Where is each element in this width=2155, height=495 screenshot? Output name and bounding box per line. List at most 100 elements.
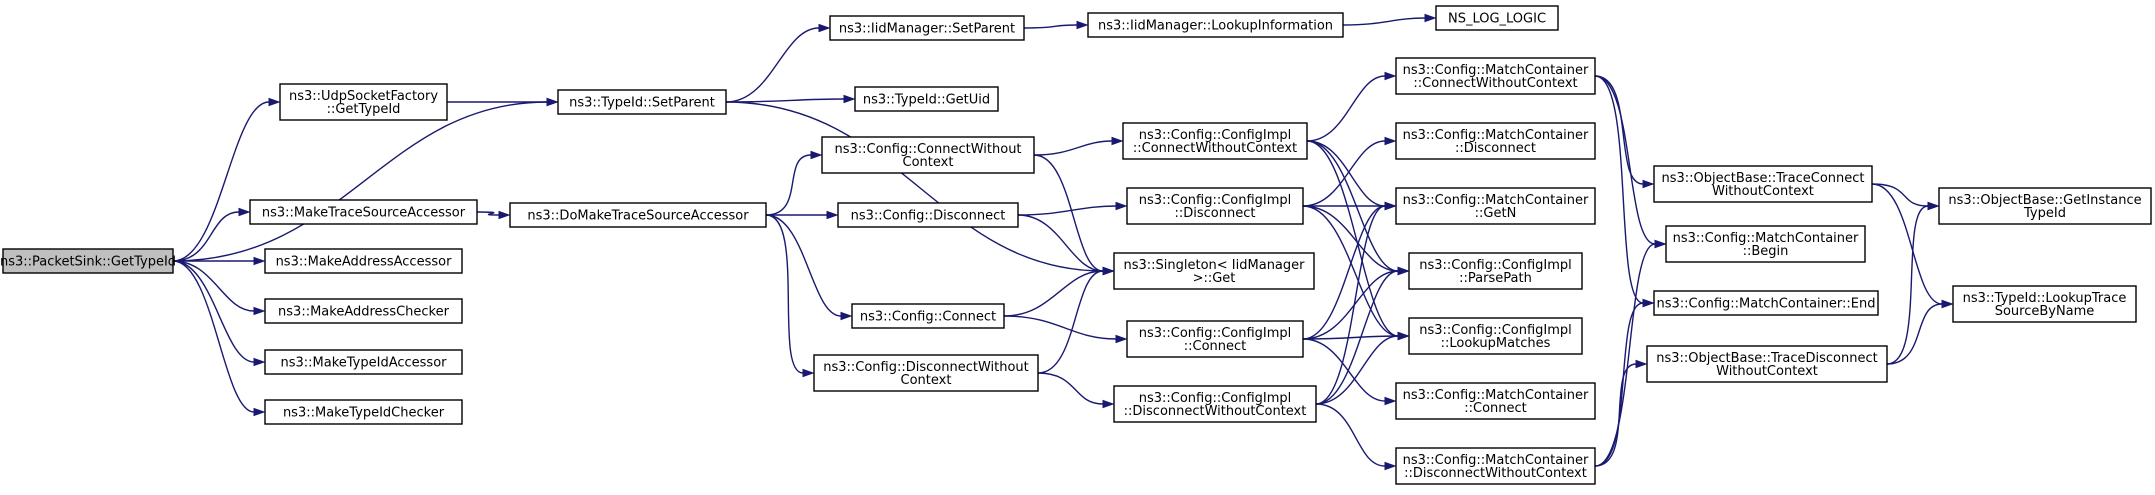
node-mac[interactable]: ns3::MakeAddressChecker xyxy=(264,298,463,324)
node-label-line: ns3::Config::Connect xyxy=(860,310,996,325)
node-box xyxy=(1126,187,1304,225)
node-label-line: ns3::MakeAddressAccessor xyxy=(276,255,453,270)
node-singleton[interactable]: ns3::Singleton< IidManager >::Get xyxy=(1113,252,1315,290)
node-cfgconn[interactable]: ns3::Config::Connect xyxy=(851,303,1005,329)
edge-cfgcwc-to-ciconnwc xyxy=(1033,136,1124,156)
node-box xyxy=(509,202,767,228)
node-box xyxy=(1395,122,1596,160)
edge-line xyxy=(1594,75,1644,185)
edge-line xyxy=(1023,24,1078,29)
edge-root-to-mtic xyxy=(172,260,266,417)
node-box xyxy=(821,136,1035,174)
node-box xyxy=(249,199,478,225)
node-cilookup[interactable]: ns3::Config::ConfigImpl::LookupMatches xyxy=(1408,317,1583,355)
edge-ciconnwc-to-mccwc xyxy=(1306,71,1397,142)
edge-line xyxy=(725,27,820,103)
node-getuid[interactable]: ns3::TypeId::GetUid xyxy=(854,86,999,112)
node-label-line: ns3::Config::ConfigImpl xyxy=(1419,323,1572,338)
edge-arrowhead xyxy=(818,23,831,33)
edge-arrowhead xyxy=(546,97,559,107)
node-iidsetparent[interactable]: ns3::IidManager::SetParent xyxy=(829,15,1025,41)
edge-line xyxy=(765,214,804,374)
node-label-line: ns3::Config::MatchContainer xyxy=(1403,388,1589,403)
node-label-line: Context xyxy=(901,373,952,388)
node-mcconn[interactable]: ns3::Config::MatchContainer::Connect xyxy=(1395,382,1596,420)
node-label-line: ns3::TypeId::SetParent xyxy=(569,96,715,111)
edge-root-to-udp xyxy=(172,97,281,262)
node-box xyxy=(264,298,463,324)
node-setparent[interactable]: ns3::TypeId::SetParent xyxy=(557,89,727,115)
node-label-line: ns3::IidManager::SetParent xyxy=(839,22,1015,37)
node-label-line: ns3::PacketSink::GetTypeId xyxy=(0,255,176,270)
edge-cfgcwc-to-singleton xyxy=(1033,154,1115,276)
edges-layer xyxy=(172,13,1954,471)
edge-arrowhead xyxy=(253,357,266,367)
node-ciconnwc[interactable]: ns3::Config::ConfigImpl::ConnectWithoutC… xyxy=(1122,122,1308,160)
node-obtdwc[interactable]: ns3::ObjectBase::TraceDisconnectWithoutC… xyxy=(1646,345,1888,383)
node-box xyxy=(264,399,463,425)
node-box xyxy=(1653,165,1873,203)
node-mcdwc[interactable]: ns3::Config::MatchContainer::DisconnectW… xyxy=(1395,447,1596,485)
edge-arrowhead xyxy=(840,311,853,321)
edge-cfgdisc-to-cidisc xyxy=(1017,201,1128,216)
node-box xyxy=(1408,317,1583,355)
node-mccwc[interactable]: ns3::Config::MatchContainer::ConnectWith… xyxy=(1395,57,1596,95)
node-label-line: ns3::Config::ConfigImpl xyxy=(1139,193,1292,208)
node-label-line: ::Disconnect xyxy=(1455,141,1536,156)
node-label-line: ::GetTypeId xyxy=(327,102,401,117)
edge-ciconnwc-to-cilookup xyxy=(1306,140,1410,341)
node-root[interactable]: ns3::PacketSink::GetTypeId xyxy=(0,248,176,274)
edge-arrowhead xyxy=(1076,20,1089,30)
edge-root-to-maa xyxy=(173,256,266,266)
edge-line xyxy=(1315,335,1399,405)
edge-line xyxy=(1886,303,1943,365)
node-mtic[interactable]: ns3::MakeTypeIdChecker xyxy=(264,399,463,425)
node-mcdisc[interactable]: ns3::Config::MatchContainer::Disconnect xyxy=(1395,122,1596,160)
node-box xyxy=(1938,187,2152,225)
node-nslog[interactable]: NS_LOG_LOGIC xyxy=(1435,5,1559,31)
edge-arrowhead xyxy=(810,150,823,160)
node-box xyxy=(813,354,1039,392)
node-label-line: SourceByName xyxy=(1995,304,2095,319)
edge-line xyxy=(1306,75,1386,142)
node-mcbegin[interactable]: ns3::Config::MatchContainer::Begin xyxy=(1665,225,1866,263)
node-mtia[interactable]: ns3::MakeTypeIdAccessor xyxy=(264,349,463,375)
edge-line xyxy=(1302,205,1399,337)
edge-arrowhead xyxy=(1941,299,1954,309)
node-obtcwc[interactable]: ns3::ObjectBase::TraceConnectWithoutCont… xyxy=(1653,165,1873,203)
edge-cfgdwc-to-cidwc xyxy=(1037,372,1115,409)
node-ciconn[interactable]: ns3::Config::ConfigImpl::Connect xyxy=(1126,320,1304,358)
node-mtsa[interactable]: ns3::MakeTraceSourceAccessor xyxy=(249,199,478,225)
node-cfgdwc[interactable]: ns3::Config::DisconnectWithoutContext xyxy=(813,354,1039,392)
node-mcgetn[interactable]: ns3::Config::MatchContainer::GetN xyxy=(1395,187,1596,225)
node-label-line: ns3::DoMakeTraceSourceAccessor xyxy=(527,209,749,224)
node-label-line: TypeId xyxy=(2023,206,2066,221)
node-cfgcwc[interactable]: ns3::Config::ConnectWithoutContext xyxy=(821,136,1035,174)
node-udp[interactable]: ns3::UdpSocketFactory::GetTypeId xyxy=(279,83,448,121)
node-ciparse[interactable]: ns3::Config::ConfigImpl::ParsePath xyxy=(1408,252,1583,290)
node-iidlookup[interactable]: ns3::IidManager::LookupInformation xyxy=(1087,12,1344,38)
node-cidwc[interactable]: ns3::Config::ConfigImpl::DisconnectWitho… xyxy=(1113,385,1317,423)
edge-line xyxy=(172,101,548,262)
edge-arrowhead xyxy=(1397,331,1410,341)
edge-obtdwc-to-tidlookup xyxy=(1886,299,1954,365)
node-mcend[interactable]: ns3::Config::MatchContainer::End xyxy=(1653,290,1879,316)
node-domtsa[interactable]: ns3::DoMakeTraceSourceAccessor xyxy=(509,202,767,228)
node-cfgdisc[interactable]: ns3::Config::Disconnect xyxy=(837,202,1019,228)
node-label-line: ::Disconnect xyxy=(1175,206,1256,221)
node-box xyxy=(1395,382,1596,420)
node-label-line: ns3::IidManager::LookupInformation xyxy=(1098,19,1333,34)
edge-line xyxy=(1017,214,1104,272)
edge-cidwc-to-mcdwc xyxy=(1315,403,1397,471)
edge-arrowhead xyxy=(238,207,251,217)
edge-arrowhead xyxy=(1111,136,1124,146)
node-maa[interactable]: ns3::MakeAddressAccessor xyxy=(264,248,463,274)
edge-arrowhead xyxy=(1384,201,1397,211)
node-cidisc[interactable]: ns3::Config::ConfigImpl::Disconnect xyxy=(1126,187,1304,225)
edge-root-to-mtia xyxy=(172,260,266,367)
edge-line xyxy=(1886,205,1929,365)
edge-arrowhead xyxy=(1654,239,1667,249)
